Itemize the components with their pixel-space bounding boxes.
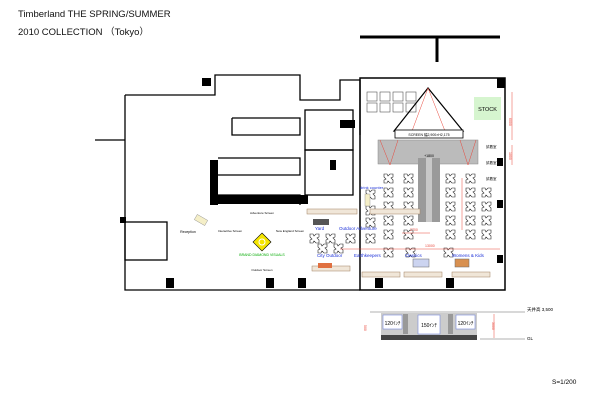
- chair-cluster: [345, 233, 356, 244]
- drink-counter-label: drink counter: [360, 185, 384, 190]
- back-seating: [366, 91, 417, 113]
- chair-cluster: [317, 243, 328, 254]
- zone-outdoor-adventure: Outdoor Adventure: [339, 226, 377, 231]
- display-table: [313, 219, 329, 225]
- ceiling-height: 天井高 3,500: [527, 306, 554, 313]
- screen-size-center: 150ｲﾝﾁ: [421, 323, 437, 329]
- dim-13000: 13000: [425, 244, 435, 248]
- runway-dim: +1800: [424, 154, 434, 158]
- chair-cluster: [445, 229, 456, 240]
- chairs: [309, 173, 492, 258]
- chair-cluster: [445, 215, 456, 226]
- chair-cluster: [325, 233, 336, 244]
- small-label: Interactive Screen: [218, 229, 243, 233]
- chair-cluster: [465, 215, 476, 226]
- chair-cluster: [405, 247, 416, 258]
- section-view: [370, 311, 525, 340]
- ground-level: GL: [527, 336, 534, 341]
- chair-cluster: [445, 173, 456, 184]
- brand-visual-label: BRAND DIAMOND VISUALS: [239, 253, 285, 257]
- screen-size-right: 120ｲﾝﾁ: [458, 321, 474, 327]
- chair-cluster: [403, 215, 414, 226]
- stock-room: [474, 97, 501, 120]
- chair-cluster: [465, 173, 476, 184]
- chair-cluster: [465, 201, 476, 212]
- chair-cluster: [383, 247, 394, 258]
- chair-cluster: [383, 229, 394, 240]
- title-line-2: 2010 COLLECTION （Tokyo）: [18, 27, 149, 38]
- reception-desk: [194, 214, 208, 226]
- zone-womens-kids: Womens & Kids: [452, 253, 485, 258]
- chair-cluster: [309, 233, 320, 244]
- zone-classics: Classics: [405, 253, 423, 258]
- fitting-room-label: 試着室: [486, 144, 497, 149]
- small-label: New England Screen: [276, 229, 305, 233]
- chair-cluster: [445, 187, 456, 198]
- display-table-classics: [412, 258, 430, 268]
- dim-2700: 2700: [410, 228, 418, 232]
- chair-cluster: [365, 233, 376, 244]
- screen-size-left: 120ｲﾝﾁ: [385, 321, 401, 327]
- top-wall-stub: [360, 35, 500, 62]
- chair-cluster: [383, 173, 394, 184]
- chair-cluster: [481, 201, 492, 212]
- reception-label: Reception: [180, 230, 196, 234]
- zone-earthkeepers: Earthkeepers: [354, 253, 382, 258]
- projection-triangle: [392, 87, 465, 139]
- structural-columns: [120, 78, 505, 288]
- chair-cluster: [445, 201, 456, 212]
- screen-label: SCREEN 幅2,900×H2,175: [408, 132, 449, 137]
- building-walls: [95, 74, 506, 291]
- brand-diamond: [252, 232, 272, 252]
- dim-6000: 6000: [508, 118, 512, 126]
- runway-sightlines: [379, 139, 477, 166]
- chair-cluster: [403, 229, 414, 240]
- chair-cluster: [465, 187, 476, 198]
- title-line-1: Timberland THE SPRING/SUMMER: [18, 9, 171, 20]
- chair-cluster: [481, 229, 492, 240]
- chair-cluster: [383, 215, 394, 226]
- chair-cluster: [365, 217, 376, 228]
- shelves: [306, 208, 491, 278]
- chair-cluster: [443, 247, 454, 258]
- chair-cluster: [365, 205, 376, 216]
- section-left-dim: 500: [363, 325, 367, 331]
- small-label: Adventure Screen: [250, 211, 274, 215]
- section-height-dim: 3000: [491, 322, 495, 330]
- dim-1800: 1800: [508, 152, 512, 160]
- small-label: Outdoor Screen: [251, 268, 273, 272]
- stock-label: STOCK: [478, 107, 497, 113]
- display-table-orange: [318, 263, 332, 268]
- fitting-room-label: 試着室: [486, 160, 497, 165]
- chair-cluster: [481, 215, 492, 226]
- chair-cluster: [403, 173, 414, 184]
- display-table-womens: [454, 258, 470, 268]
- drink-counter: [364, 193, 371, 207]
- chair-cluster: [481, 187, 492, 198]
- fitting-room-label: 試着室: [486, 176, 497, 181]
- zone-city-outdoor: City Outdoor: [317, 253, 343, 258]
- chair-cluster: [333, 243, 344, 254]
- dimension-lines: [340, 92, 513, 250]
- chair-cluster: [403, 187, 414, 198]
- scale-label: S=1/200: [552, 379, 577, 386]
- chair-cluster: [465, 229, 476, 240]
- chair-cluster: [383, 187, 394, 198]
- zone-yard: Yard: [315, 226, 325, 231]
